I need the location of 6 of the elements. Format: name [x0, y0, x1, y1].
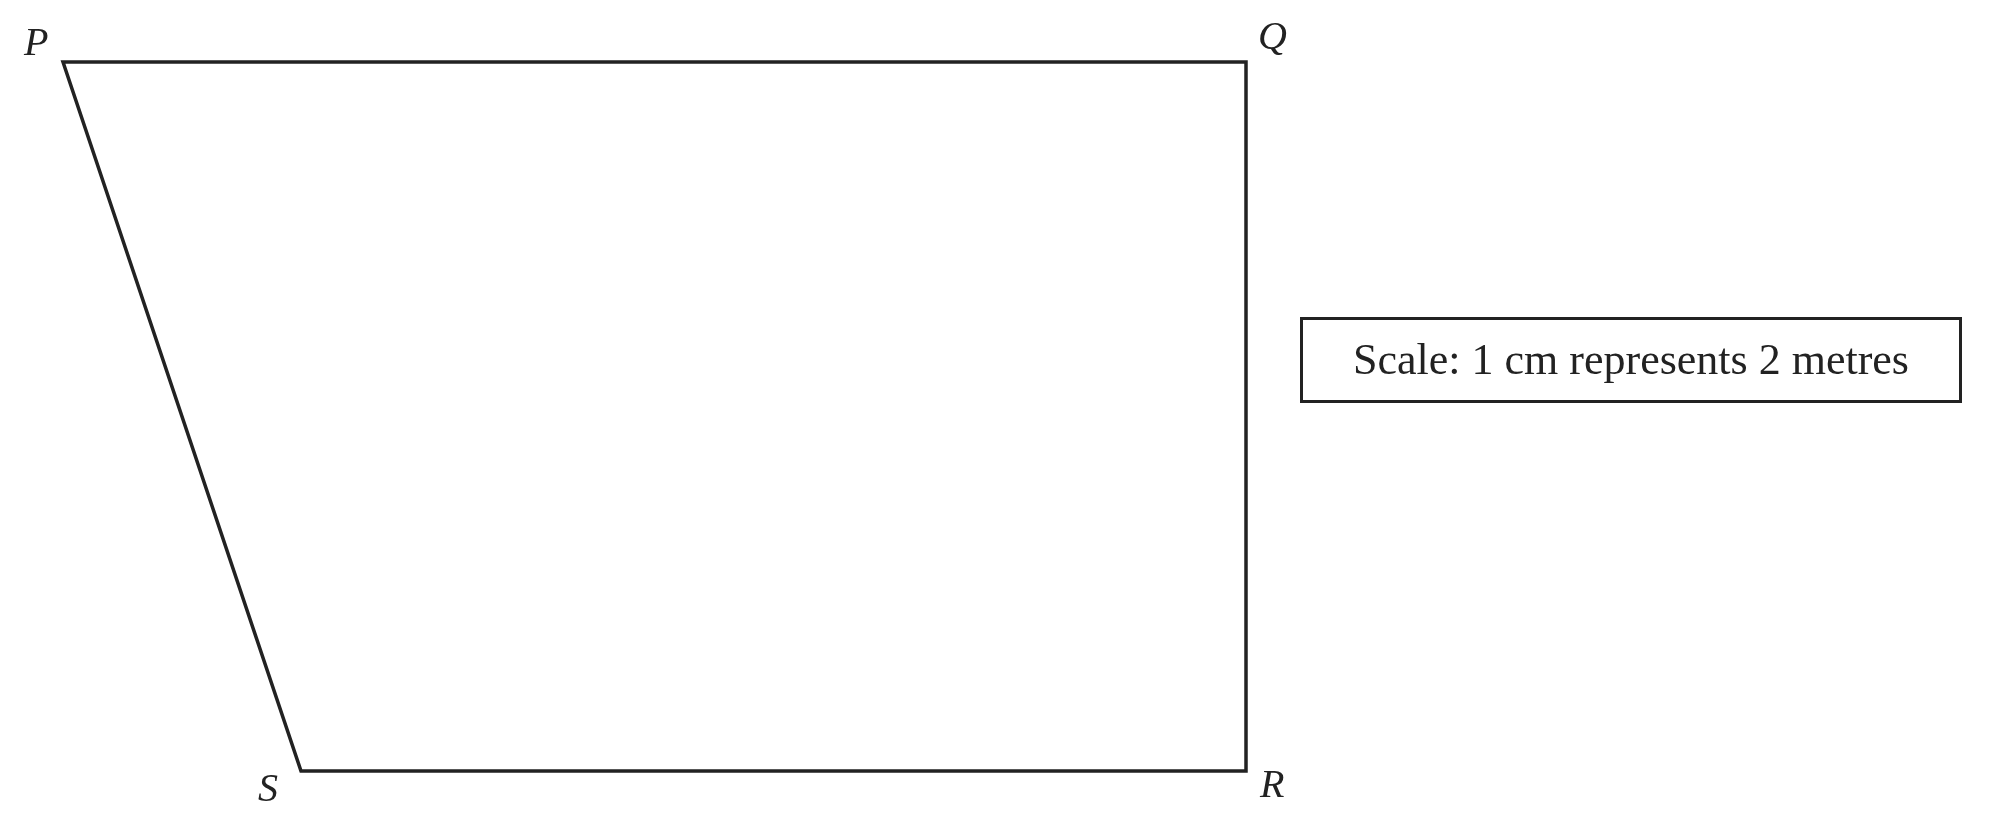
vertex-label: S	[258, 768, 278, 808]
scale-box	[1300, 317, 1962, 403]
vertex-label: R	[1260, 764, 1285, 804]
scale-text: Scale: 1 cm represents 2 metres	[1353, 338, 1909, 382]
vertex-label: Q	[1258, 16, 1287, 56]
vertex-label: P	[24, 22, 49, 62]
